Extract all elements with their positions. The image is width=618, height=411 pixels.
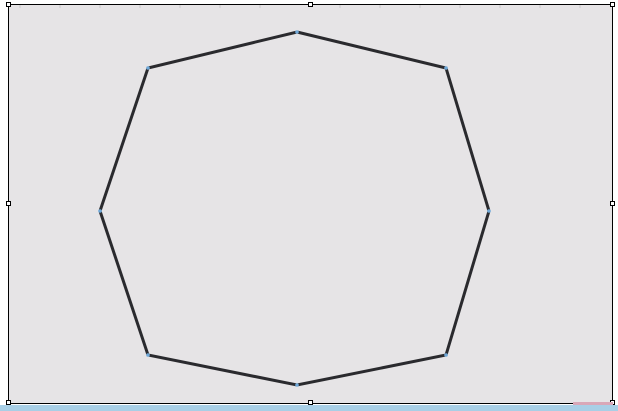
- vertex-point[interactable]: [98, 209, 102, 213]
- resize-handle-left[interactable]: [6, 201, 11, 206]
- top-ruler-ticks: [19, 5, 581, 8]
- vertex-point[interactable]: [295, 383, 299, 387]
- resize-handle-bottom[interactable]: [308, 400, 313, 405]
- status-bar: [0, 405, 618, 411]
- resize-handle-top-left[interactable]: [6, 2, 11, 7]
- vertex-point[interactable]: [146, 66, 150, 70]
- resize-handle-right[interactable]: [610, 201, 615, 206]
- octagon-shape[interactable]: [98, 30, 491, 387]
- vertex-point[interactable]: [487, 209, 491, 213]
- drawing-canvas[interactable]: [8, 4, 613, 404]
- selection-frame: [8, 4, 613, 404]
- vertex-point[interactable]: [444, 353, 448, 357]
- resize-handle-top[interactable]: [308, 2, 313, 7]
- octagon-vertices: [98, 30, 491, 387]
- vertex-point[interactable]: [146, 353, 150, 357]
- vertex-point[interactable]: [444, 66, 448, 70]
- resize-handle-top-right[interactable]: [610, 2, 615, 7]
- resize-handle-bottom-left[interactable]: [6, 400, 11, 405]
- vertex-point[interactable]: [295, 30, 299, 34]
- status-bar-tab[interactable]: [573, 402, 613, 405]
